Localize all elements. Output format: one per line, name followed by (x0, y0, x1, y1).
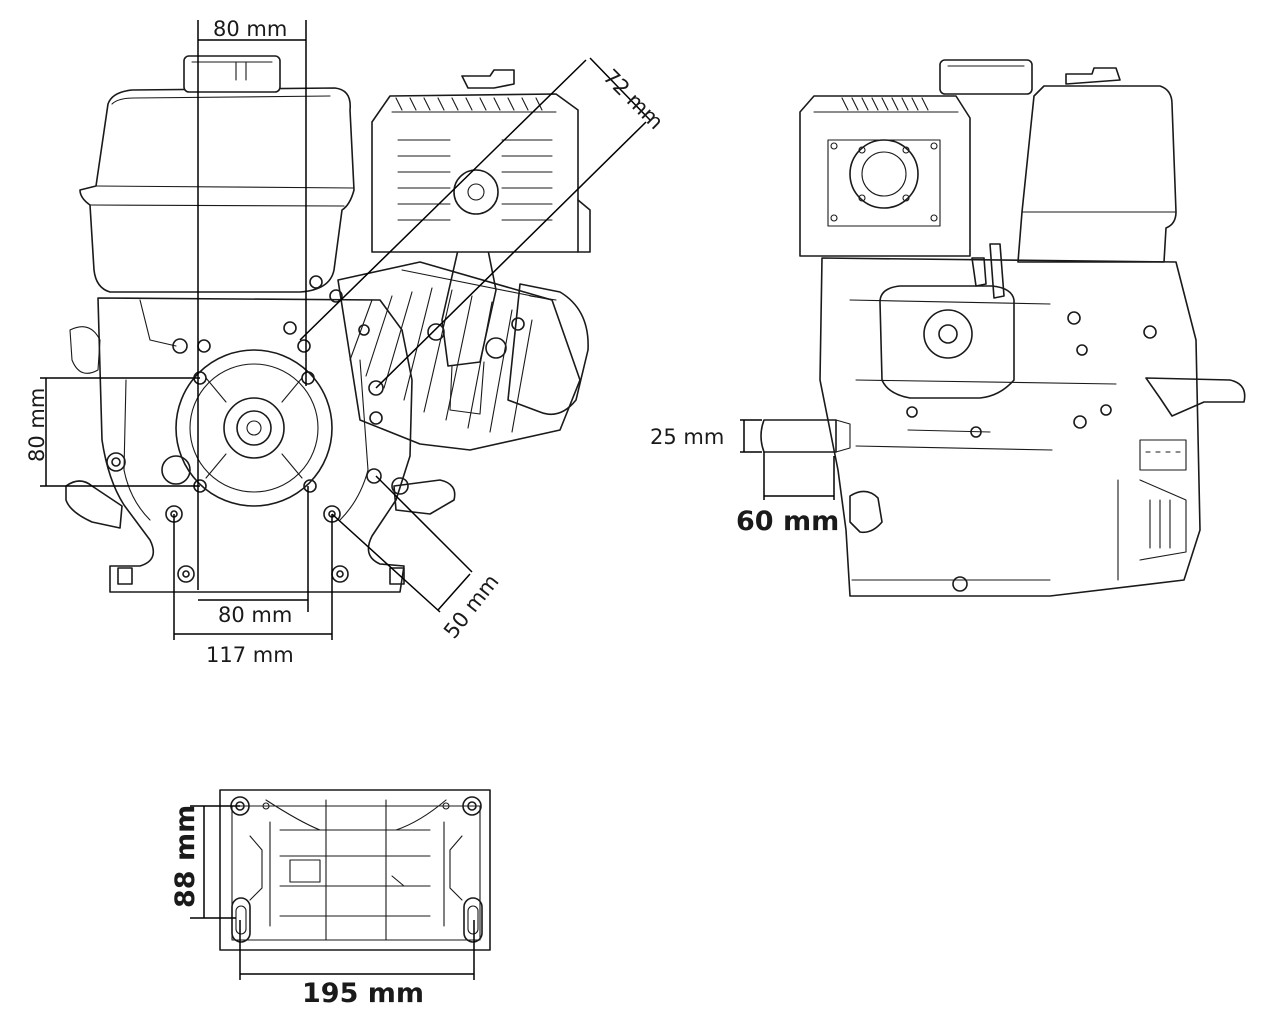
dim-top-80mm: 80 mm (213, 17, 287, 41)
dim-88mm: 88 mm (170, 805, 201, 908)
fuel-tank (79, 55, 355, 293)
side-fuel-tank (939, 59, 1177, 263)
cylinder (337, 249, 589, 451)
dim-25mm: 25 mm (650, 425, 724, 449)
dim-diagonal-72mm: 72 mm (598, 65, 668, 135)
side-engine-body (819, 243, 1246, 597)
muffler-vents (397, 139, 553, 221)
front-dimensions (40, 20, 651, 640)
base-view: 88 mm 195 mm (170, 789, 491, 1009)
air-cleaner-block (799, 95, 971, 257)
muffler (371, 69, 591, 253)
crankcase (65, 297, 456, 593)
dim-left-80mm: 80 mm (25, 388, 49, 462)
side-dimensions (740, 419, 835, 500)
side-view: 25 mm 60 mm (650, 59, 1246, 597)
crankshaft (760, 419, 851, 453)
dim-diagonal-50mm: 50 mm (439, 570, 504, 643)
front-view: 80 mm 72 mm 80 mm 80 mm 117 mm 50 mm (25, 17, 668, 667)
base-dimensions (190, 805, 475, 980)
dim-bottom-80mm: 80 mm (218, 603, 292, 627)
dim-60mm: 60 mm (736, 506, 839, 537)
dim-117mm: 117 mm (206, 643, 294, 667)
front-bolt-holes (106, 275, 525, 585)
dim-195mm: 195 mm (302, 978, 424, 1009)
